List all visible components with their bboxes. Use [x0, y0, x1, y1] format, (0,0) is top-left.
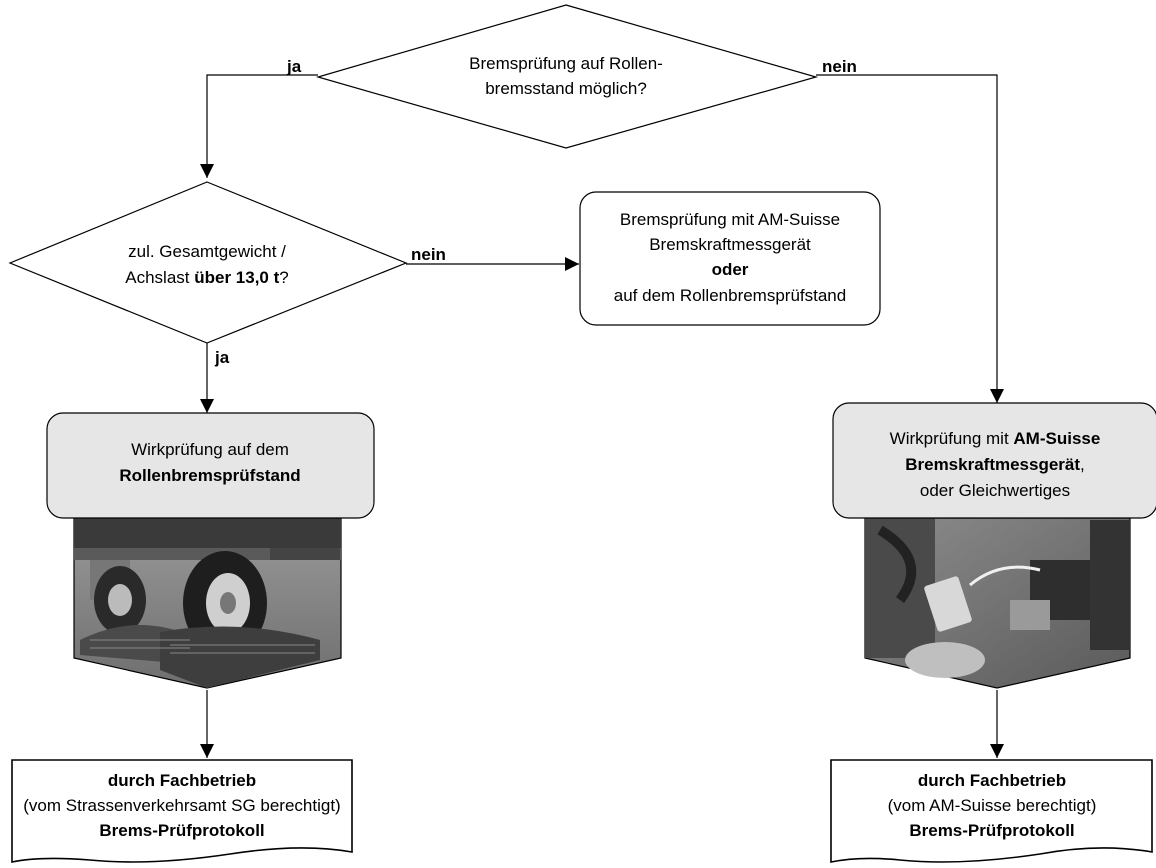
- alt-box: Bremsprüfung mit AM-Suisse Bremskraftmes…: [579, 191, 881, 326]
- left-document-line1: durch Fachbetrieb: [108, 771, 256, 790]
- right-photo: [864, 517, 1131, 689]
- left-process-box: [46, 412, 375, 519]
- left-process-line2: Rollenbremsprüfstand: [119, 466, 300, 485]
- alt-box-line4: auf dem Rollenbremsprüfstand: [614, 286, 846, 305]
- right-document: durch Fachbetrieb (vom AM-Suisse berecht…: [830, 759, 1153, 863]
- label-weight-yes: ja: [214, 348, 230, 367]
- connectors: [200, 74, 1004, 758]
- label-top-no: nein: [822, 57, 857, 76]
- right-process-box: [832, 402, 1156, 519]
- decision-top-diamond: [315, 4, 819, 149]
- alt-box-line2: Bremskraftmessgerät: [649, 235, 811, 254]
- right-document-shape: [830, 759, 1153, 863]
- decision-top-line1: Bremsprüfung auf Rollen-: [469, 54, 663, 73]
- decision-top: Bremsprüfung auf Rollen- bremsstand mögl…: [315, 4, 819, 149]
- right-document-line2: (vom AM-Suisse berechtigt): [888, 796, 1097, 815]
- label-top-yes: ja: [286, 57, 302, 76]
- right-process-line1: Wirkprüfung mit AM-Suisse: [890, 429, 1101, 448]
- right-process: Wirkprüfung mit AM-Suisse Bremskraftmess…: [832, 402, 1156, 689]
- right-document-line1: durch Fachbetrieb: [918, 771, 1066, 790]
- decision-weight: zul. Gesamtgewicht / Achslast über 13,0 …: [8, 181, 408, 344]
- left-document-shape: [11, 759, 353, 863]
- decision-weight-line1: zul. Gesamtgewicht /: [128, 242, 286, 261]
- arrow-top-yes: [200, 74, 318, 178]
- decision-top-line2: bremsstand möglich?: [485, 79, 647, 98]
- left-process: Wirkprüfung auf dem Rollenbremsprüfstand: [46, 412, 375, 689]
- left-document: durch Fachbetrieb (vom Strassenverkehrsa…: [11, 759, 353, 863]
- right-process-line3: oder Gleichwertiges: [920, 481, 1070, 500]
- label-weight-no: nein: [411, 245, 446, 264]
- decision-weight-line2: Achslast über 13,0 t?: [125, 268, 289, 287]
- left-process-line1: Wirkprüfung auf dem: [131, 440, 289, 459]
- left-photo: [73, 517, 342, 689]
- decision-weight-diamond: [8, 181, 408, 344]
- right-process-line2: Bremskraftmessgerät,: [905, 455, 1085, 474]
- left-document-line3: Brems-Prüfprotokoll: [99, 821, 264, 840]
- left-document-line2: (vom Strassenverkehrsamt SG berechtigt): [23, 796, 340, 815]
- arrow-top-no: [816, 74, 1004, 403]
- right-document-line3: Brems-Prüfprotokoll: [909, 821, 1074, 840]
- alt-box-frame: [579, 191, 881, 326]
- alt-box-line3: oder: [712, 260, 749, 279]
- alt-box-line1: Bremsprüfung mit AM-Suisse: [620, 210, 840, 229]
